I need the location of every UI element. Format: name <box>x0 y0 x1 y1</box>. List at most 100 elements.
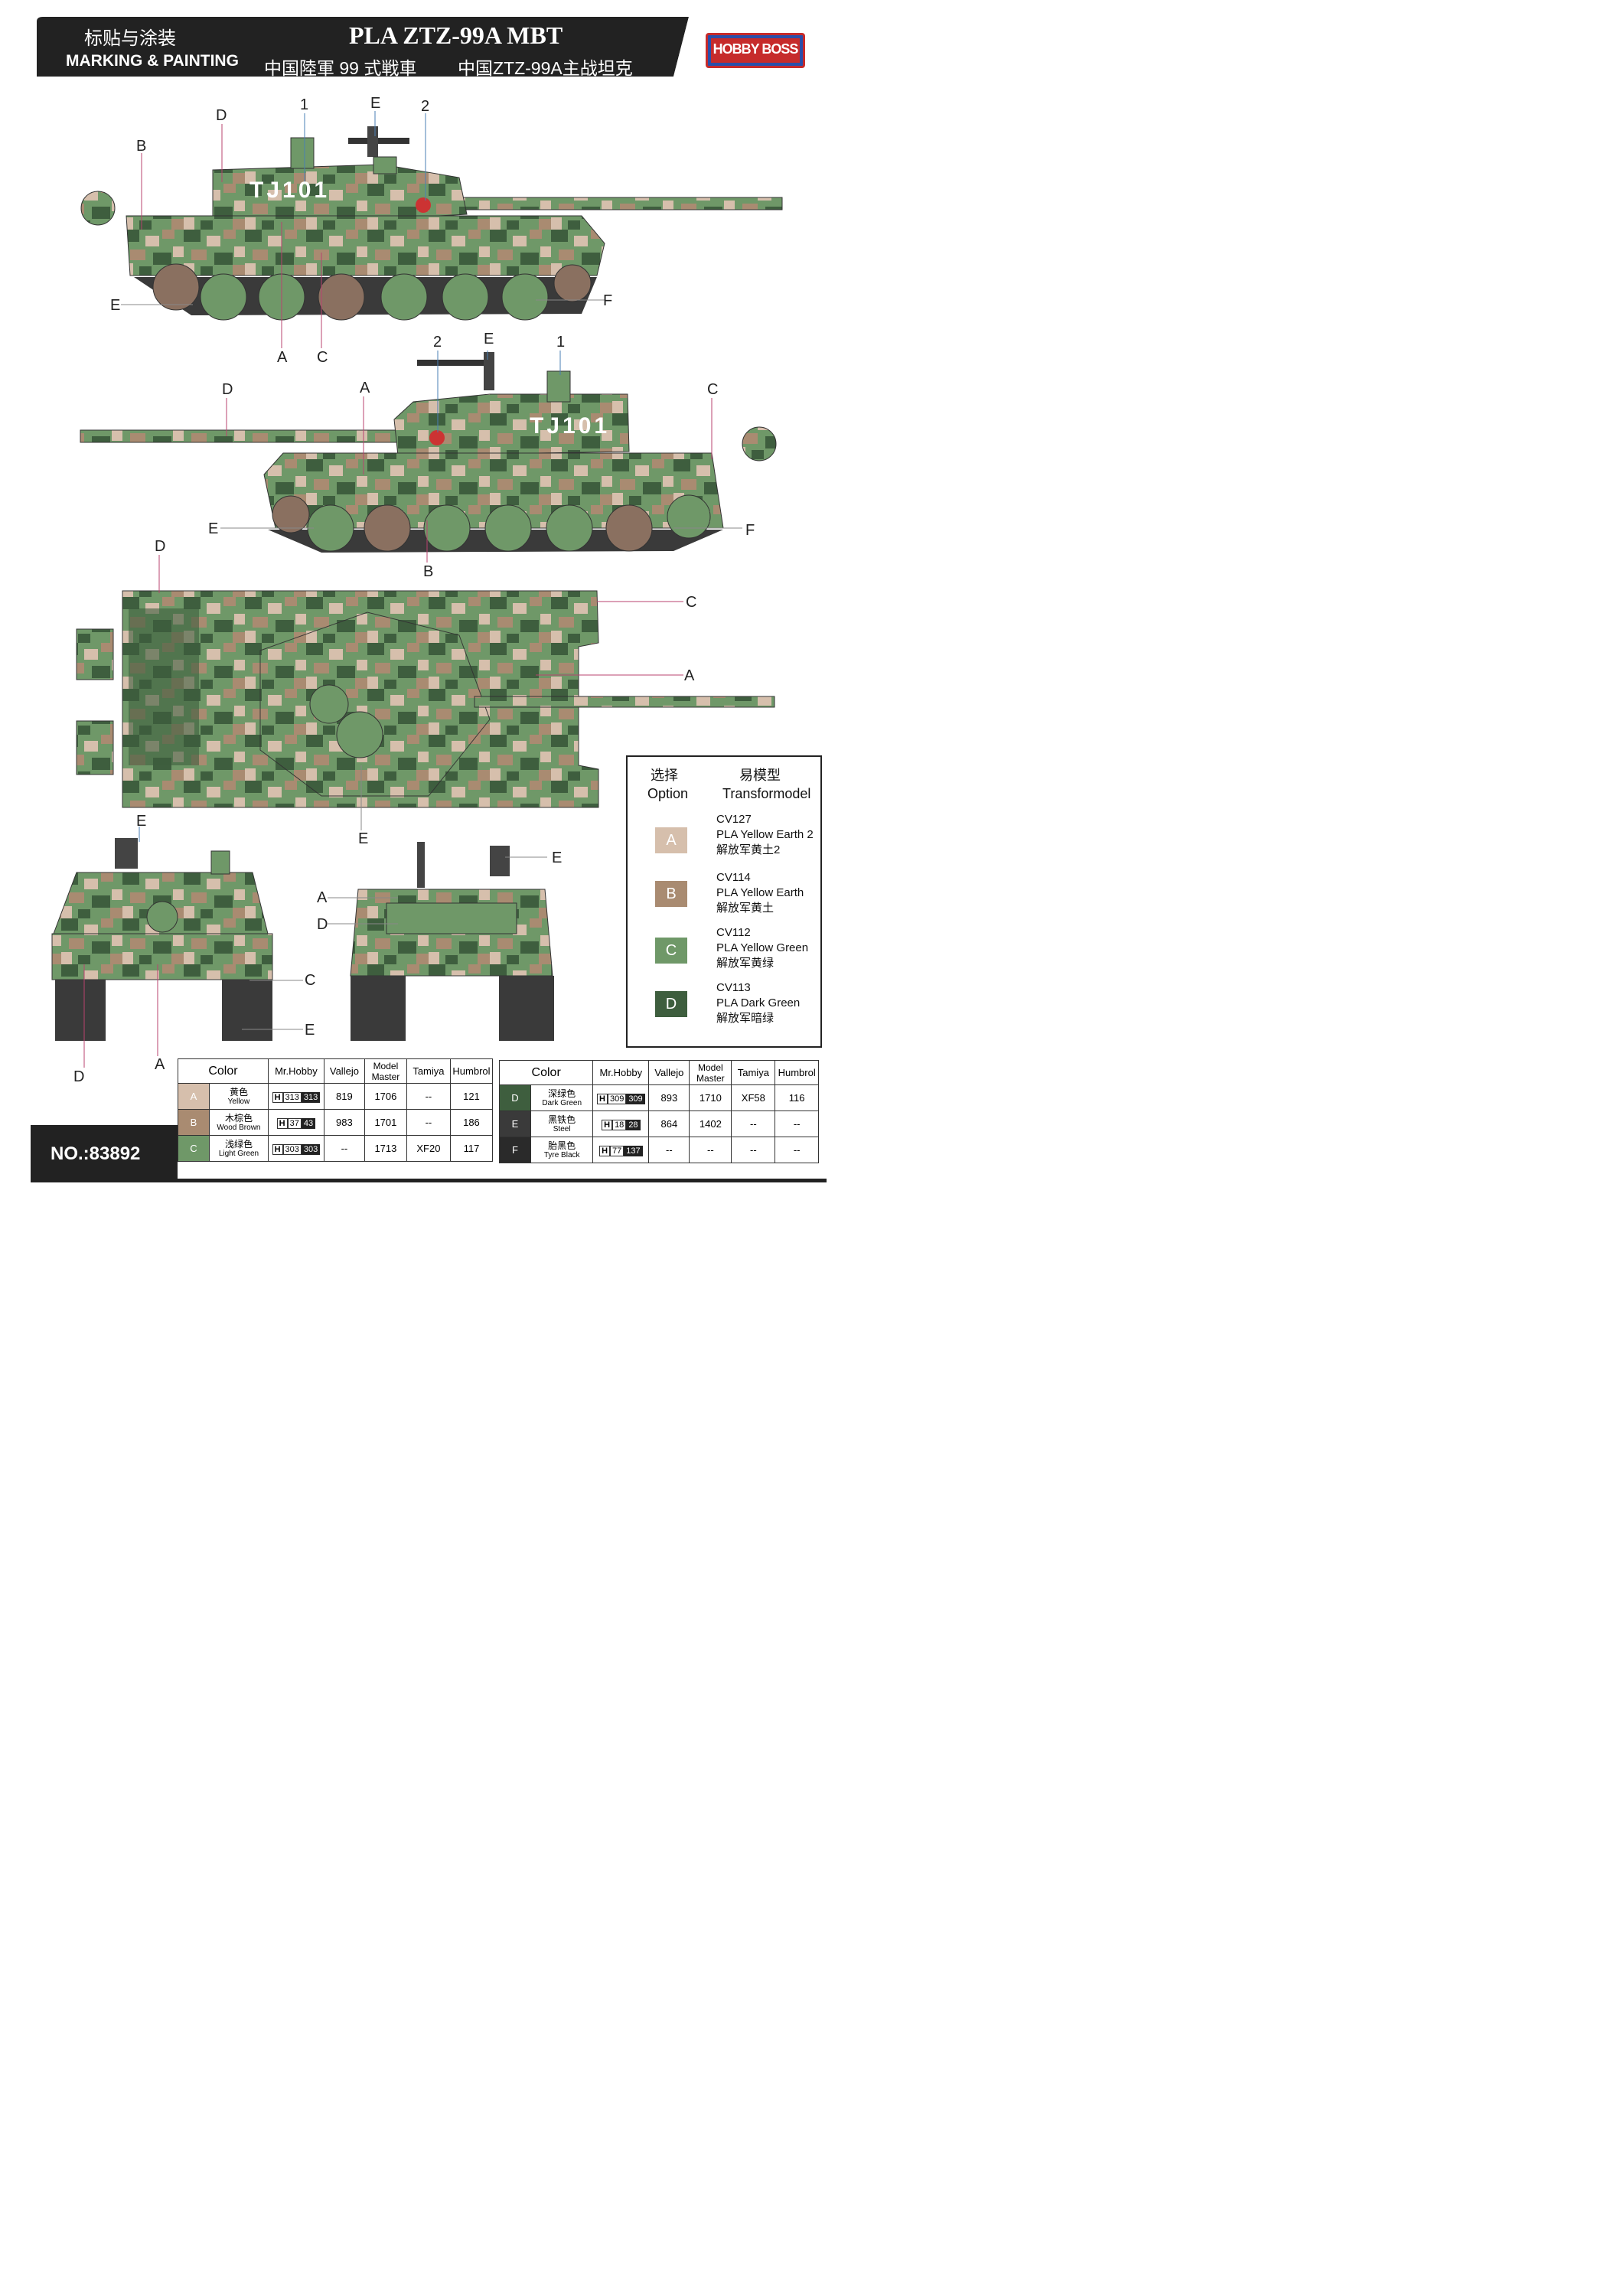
row-b-mm: 1701 <box>364 1109 407 1136</box>
legend-a-code: CV127 <box>716 813 752 826</box>
callout-left-d: D <box>216 107 227 124</box>
section-title-cn: 标贴与涂装 <box>84 28 176 49</box>
callout-right-a: A <box>360 380 370 396</box>
row-a-tamiya: -- <box>406 1083 451 1110</box>
callout-front-a: A <box>155 1056 165 1073</box>
row-a-en: Yellow <box>227 1097 250 1106</box>
row-a-mm: 1706 <box>364 1083 407 1110</box>
row-d-mm: 1710 <box>689 1084 732 1111</box>
row-e-mm: 1402 <box>689 1110 732 1137</box>
paint-table-right: Color Mr.Hobby Vallejo Model Master Tami… <box>498 1060 819 1163</box>
subtitle-jp: 中国陸軍 99 式戦車 <box>264 58 417 78</box>
row-b-en: Wood Brown <box>217 1123 261 1132</box>
row-d-letter: D <box>499 1084 531 1111</box>
th-vallejo: Vallejo <box>323 1058 365 1084</box>
hull-number-right: TJ101 <box>530 413 611 439</box>
legend-brand-en: Transformodel <box>722 786 811 801</box>
callout-left-c: C <box>317 349 328 366</box>
th-modelmaster-r: Model Master <box>689 1060 732 1085</box>
tank-side-view-right <box>80 351 777 563</box>
row-e-en: Steel <box>553 1124 571 1133</box>
callout-front-e: E <box>136 813 147 830</box>
swatch-b: B <box>655 881 687 907</box>
callout-right-1: 1 <box>556 334 566 351</box>
th-humbrol: Humbrol <box>449 1058 494 1084</box>
th-tamiya-r: Tamiya <box>731 1060 776 1085</box>
row-a-letter: A <box>178 1083 210 1110</box>
row-d-h2: 309 <box>626 1093 645 1104</box>
legend-a-name: PLA Yellow Earth 2 <box>716 828 814 841</box>
row-c-h2: 303 <box>301 1143 321 1155</box>
th-humbrol-r: Humbrol <box>775 1060 819 1085</box>
row-f-en: Tyre Black <box>543 1150 580 1159</box>
legend-d-code: CV113 <box>716 981 751 994</box>
row-f-h1: 77 <box>610 1145 625 1156</box>
row-d-tamiya: XF58 <box>731 1084 776 1111</box>
th-modelmaster: Model Master <box>364 1058 407 1084</box>
row-c-cn: 浅绿色 <box>224 1138 253 1150</box>
row-e-h1: 18 <box>612 1119 627 1130</box>
row-d-en: Dark Green <box>542 1098 582 1107</box>
legend-b-name: PLA Yellow Earth <box>716 886 804 899</box>
callout-left-a: A <box>277 349 288 366</box>
row-c-letter: C <box>178 1135 210 1162</box>
footer-note: ※Some paints may not be available in you… <box>334 1164 768 1175</box>
row-d-h1: 309 <box>607 1093 627 1104</box>
tank-side-view-left <box>80 111 783 348</box>
legend-b-cn: 解放军黄土 <box>716 902 775 915</box>
legend-d-cn: 解放军暗绿 <box>716 1012 775 1025</box>
row-a-h2: 313 <box>301 1091 321 1103</box>
th-color: Color <box>178 1058 269 1084</box>
row-a-vallejo: 819 <box>323 1083 365 1110</box>
legend-option-cn: 选择 <box>651 768 678 783</box>
tank-rear-view <box>242 842 554 1041</box>
paint-table-left: Color Mr.Hobby Vallejo Model Master Tami… <box>178 1058 494 1162</box>
row-f-letter: F <box>499 1137 531 1163</box>
row-b-vallejo: 983 <box>323 1109 365 1136</box>
callout-right-b: B <box>423 563 434 580</box>
row-f-mm: -- <box>689 1137 732 1163</box>
hull-number-left: TJ101 <box>249 178 331 203</box>
th-vallejo-r: Vallejo <box>648 1060 690 1085</box>
callout-top-e: E <box>358 830 369 847</box>
row-f-tamiya: -- <box>731 1137 776 1163</box>
callout-right-e2: E <box>208 520 219 537</box>
row-e-h2: 28 <box>626 1119 641 1130</box>
legend-option-en: Option <box>647 786 689 801</box>
callout-top-a: A <box>684 667 695 684</box>
callout-top-d: D <box>155 538 166 555</box>
row-f-vallejo: -- <box>648 1137 690 1163</box>
row-c-en: Light Green <box>218 1149 259 1158</box>
section-title-en: MARKING & PAINTING <box>66 52 239 70</box>
row-a-humbrol: 121 <box>449 1083 494 1110</box>
row-d-humbrol: 116 <box>775 1084 819 1111</box>
swatch-d: D <box>655 991 687 1017</box>
legend-c-code: CV112 <box>716 926 751 939</box>
callout-rear-a: A <box>317 889 328 906</box>
row-c-h1: 303 <box>282 1143 302 1155</box>
callout-left-2: 2 <box>421 98 430 115</box>
callout-right-e: E <box>484 331 494 347</box>
th-mrhobby-r: Mr.Hobby <box>592 1060 650 1085</box>
swatch-c: C <box>655 938 687 964</box>
row-b-cn: 木棕色 <box>224 1112 253 1124</box>
row-b-letter: B <box>178 1109 210 1136</box>
swatch-a: A <box>655 827 687 853</box>
row-d-vallejo: 893 <box>648 1084 690 1111</box>
th-color-r: Color <box>498 1060 594 1085</box>
footer-banner <box>31 1125 827 1182</box>
row-b-humbrol: 186 <box>449 1109 494 1136</box>
row-b-h2: 43 <box>301 1117 316 1129</box>
callout-left-b: B <box>136 138 147 155</box>
callout-rear-e2: E <box>305 1022 315 1039</box>
page-title: PLA ZTZ-99A MBT <box>349 21 563 49</box>
callout-top-c: C <box>686 594 697 611</box>
row-e-cn: 黑铁色 <box>548 1114 576 1125</box>
